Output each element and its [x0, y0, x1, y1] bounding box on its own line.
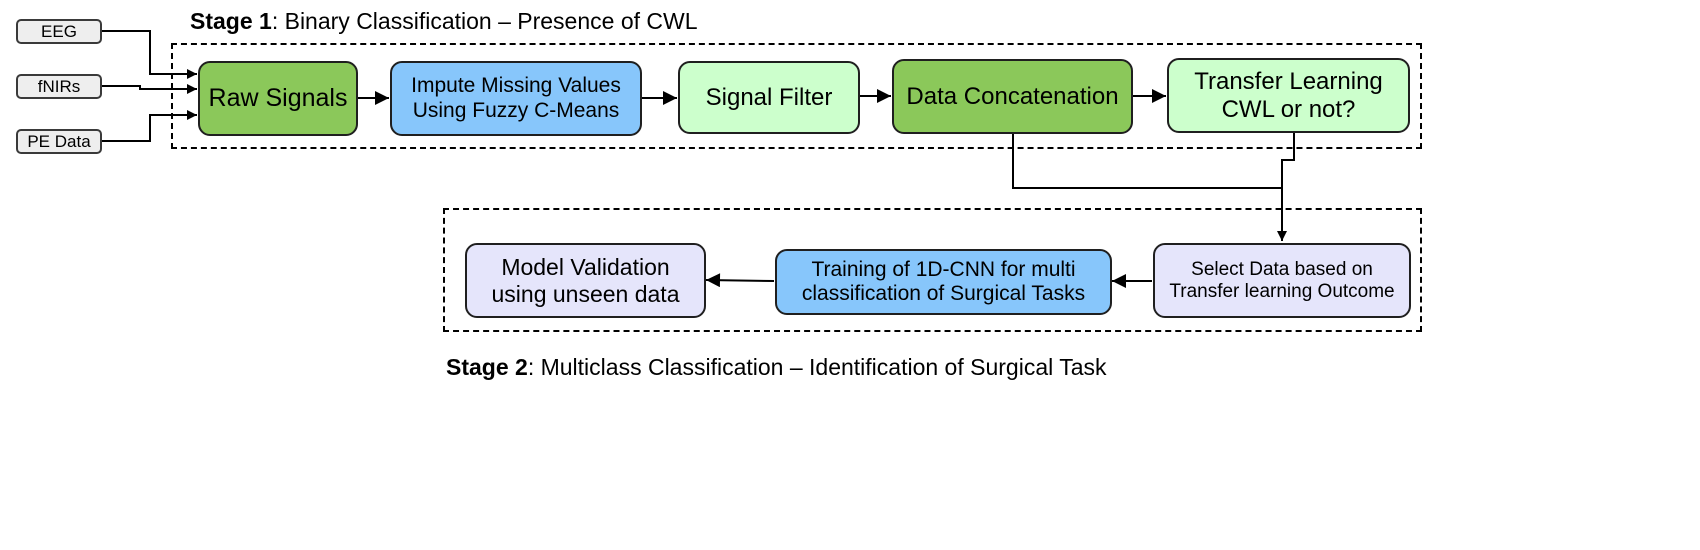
node-impute-line2: Using Fuzzy C-Means: [412, 98, 620, 122]
stage2-label: Stage 2: [446, 354, 528, 380]
node-model-validation: Model Validation using unseen data: [465, 243, 706, 318]
node-training-line2: classification of Surgical Tasks: [801, 282, 1086, 305]
node-transfer-line1: Transfer Learning: [1194, 67, 1383, 95]
stage2-group: [443, 208, 1422, 332]
node-training-1d-cnn: Training of 1D-CNN for multi classificat…: [775, 249, 1112, 315]
node-signal-filter: Signal Filter: [678, 61, 860, 134]
node-select-line2: Transfer learning Outcome: [1169, 280, 1395, 302]
node-raw-signals-line1: Raw Signals: [208, 84, 348, 113]
edge-training-validation: [705, 273, 775, 288]
edge-concat-merge: [1012, 133, 1282, 189]
node-signal-filter-line1: Signal Filter: [705, 83, 833, 111]
node-data-concat-line1: Data Concatenation: [906, 82, 1119, 110]
node-validation-line2: using unseen data: [491, 280, 680, 307]
node-raw-signals: Raw Signals: [198, 61, 358, 136]
node-transfer-line2: CWL or not?: [1221, 95, 1356, 123]
node-impute-missing-values: Impute Missing Values Using Fuzzy C-Mean…: [390, 61, 642, 136]
stage1-description: : Binary Classification – Presence of CW…: [271, 8, 698, 34]
stage1-title: Stage 1: Binary Classification – Presenc…: [190, 8, 698, 34]
input-pe-data: PE Data: [16, 129, 102, 154]
edge-fnirs-raw: [102, 84, 197, 94]
edge-transfer-select: [1281, 133, 1295, 241]
node-validation-line1: Model Validation: [501, 254, 670, 281]
node-select-data: Select Data based on Transfer learning O…: [1153, 243, 1411, 318]
node-data-concatenation: Data Concatenation: [892, 59, 1133, 134]
stage2-title: Stage 2: Multiclass Classification – Ide…: [446, 354, 1107, 380]
edge-eeg-raw: [102, 30, 197, 79]
node-transfer-learning: Transfer Learning CWL or not?: [1167, 58, 1410, 133]
input-fnirs: fNIRs: [16, 74, 102, 99]
node-impute-line1: Impute Missing Values: [411, 74, 621, 98]
node-select-line1: Select Data based on: [1191, 258, 1373, 280]
node-training-line1: Training of 1D-CNN for multi: [811, 257, 1076, 281]
edge-pe-raw: [102, 110, 197, 142]
stage1-label: Stage 1: [190, 8, 272, 34]
stage2-description: : Multiclass Classification – Identifica…: [527, 354, 1107, 380]
input-eeg: EEG: [16, 19, 102, 44]
stage1-group: [171, 43, 1422, 149]
